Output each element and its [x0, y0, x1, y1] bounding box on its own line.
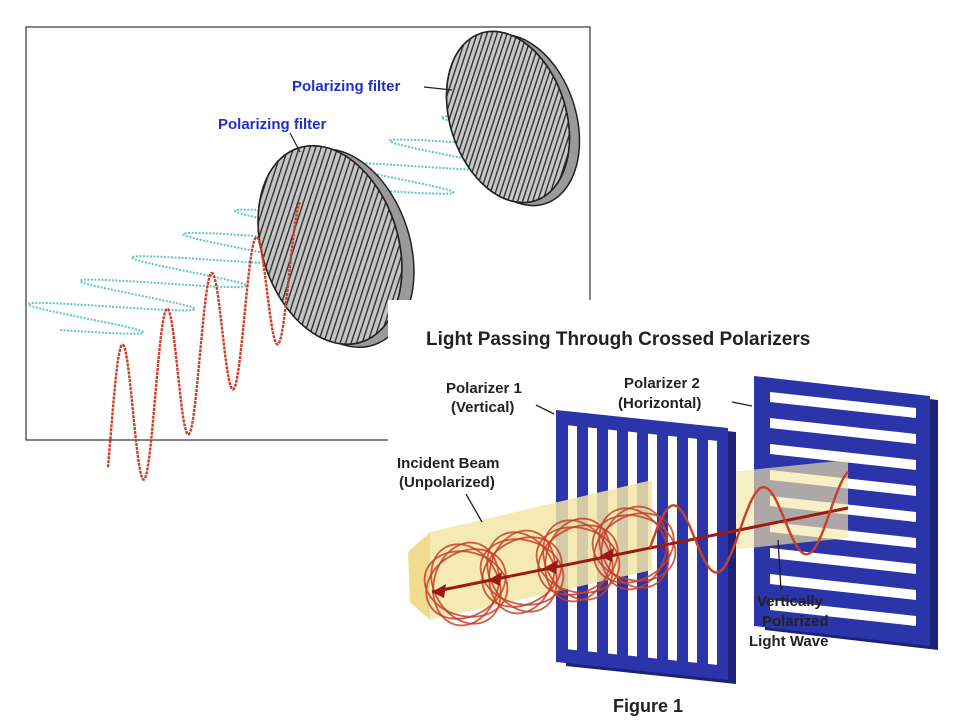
- filter-stripe: [476, 16, 544, 218]
- back-filter-label: Polarizing filter: [292, 78, 401, 95]
- incident-beam-leader: [465, 493, 483, 523]
- wave-loop: [479, 538, 565, 606]
- wave-loop: [423, 550, 509, 618]
- polarizer-1-label: Polarizer 1 (Vertical): [446, 380, 526, 416]
- wave-loop: [430, 543, 502, 625]
- wave-loop: [600, 505, 668, 591]
- top-diagram: Polarizing filter Polarizing filter: [25, 16, 591, 481]
- polarizer-1-slot: [708, 439, 717, 665]
- wave-loop: [593, 512, 675, 584]
- polarized-wave-leader: [777, 539, 782, 591]
- incident-beam-label: Incident Beam (Unpolarized): [397, 455, 504, 491]
- polarizer-1-leader: [535, 404, 555, 415]
- wave-arrow: [600, 548, 614, 562]
- vertically-polarized-wave: [648, 471, 849, 574]
- wave-loop: [425, 548, 507, 620]
- polarizer-2-leader: [731, 401, 753, 407]
- polarizer-2-slot: [770, 418, 916, 444]
- back-filter-leader: [423, 86, 453, 91]
- wave-loop: [481, 536, 563, 608]
- front-filter-label: Polarizing filter: [218, 116, 327, 133]
- polarizer-2-slot: [770, 600, 916, 626]
- wave-loop: [537, 524, 619, 596]
- unpolarized-wave-loops: [423, 505, 677, 627]
- wave-loop: [591, 514, 677, 582]
- polarizer-2-slot: [770, 392, 916, 418]
- figure-caption: Figure 1: [613, 696, 683, 716]
- crossed-polarizers-diagram: Light Passing Through Crossed Polarizers…: [388, 300, 960, 720]
- incident-beam-face: [408, 532, 430, 620]
- front-filter-leader: [289, 132, 301, 153]
- beam-axis: [431, 506, 849, 594]
- wave-loop: [542, 519, 614, 601]
- wave-loop: [535, 526, 621, 594]
- polarizer-2-label: Polarizer 2 (Horizontal): [618, 375, 704, 412]
- front-polarizing-filter: [233, 126, 427, 364]
- wave-loop: [486, 531, 558, 613]
- wave-loop: [598, 507, 670, 589]
- polarizer-2-slot: [770, 444, 916, 470]
- polarizer-2-slot: [770, 574, 916, 600]
- crossed-diagram-title: Light Passing Through Crossed Polarizers: [426, 329, 810, 350]
- polarized-wave-label: Vertically Polarized Light Wave: [749, 593, 833, 650]
- polarizer-1-slot: [688, 437, 697, 663]
